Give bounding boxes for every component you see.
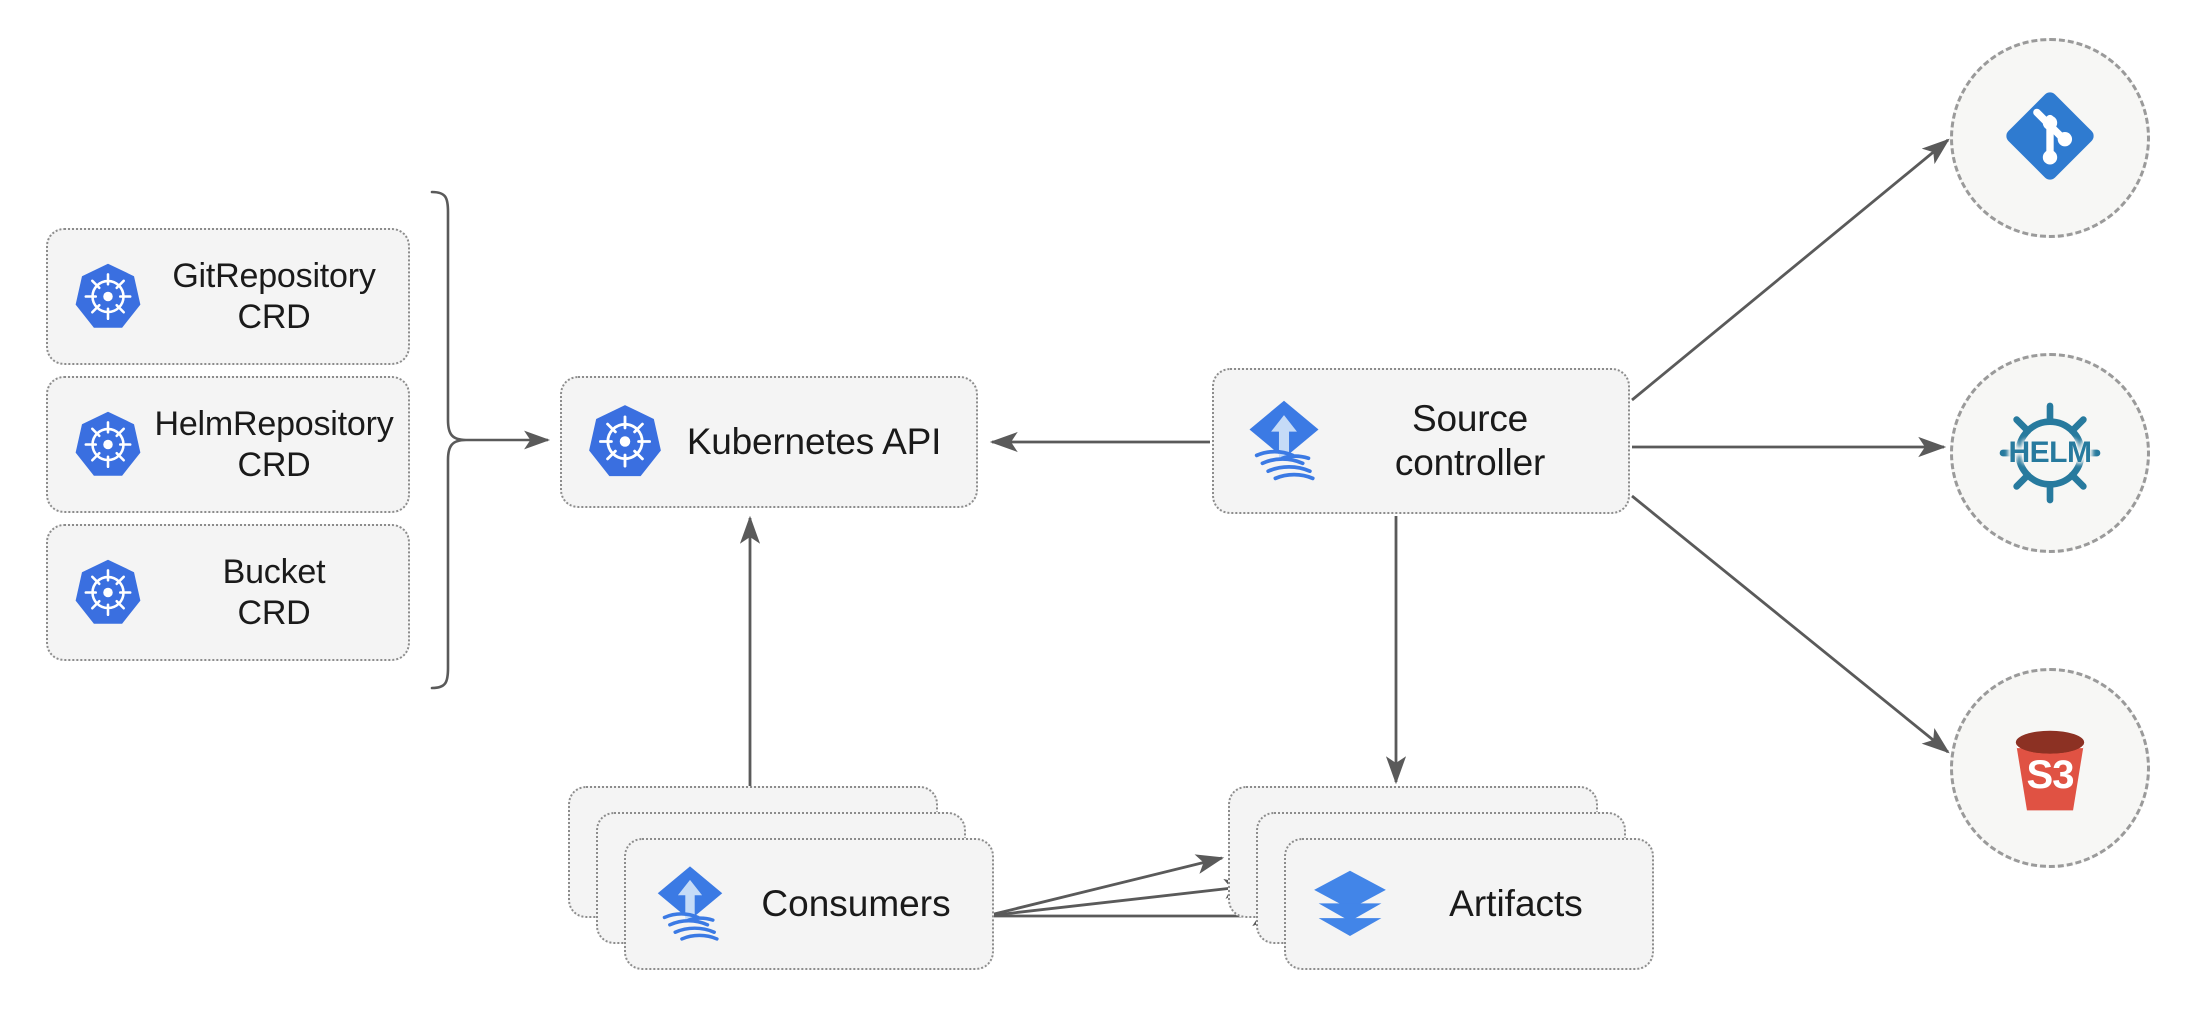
flux-icon — [1234, 395, 1334, 487]
kubernetes-icon — [66, 556, 150, 630]
flux-icon — [642, 861, 738, 947]
node-label: Kubernetes API — [686, 420, 942, 462]
arrow-source-to-git — [1631, 138, 1950, 402]
node-kubernetes-api[interactable]: Kubernetes API — [560, 376, 978, 508]
kubernetes-icon — [66, 408, 150, 482]
node-label: Source controller — [1394, 397, 1546, 483]
node-label: Artifacts — [1449, 883, 1583, 924]
arrow-source-to-s3 — [1631, 494, 1950, 754]
external-s3[interactable]: S3 — [1950, 668, 2150, 868]
node-label: Consumers — [761, 883, 951, 924]
external-git[interactable] — [1950, 38, 2150, 238]
s3-wordmark: S3 — [2026, 752, 2075, 797]
node-source-controller[interactable]: Source controller — [1212, 368, 1630, 514]
s3-bucket-icon: S3 — [1991, 709, 2109, 827]
crd-group-brace — [430, 190, 467, 690]
artifacts-card-front[interactable]: Artifacts — [1284, 838, 1654, 970]
kubernetes-icon — [66, 260, 150, 334]
crd-card-bucket[interactable]: Bucket CRD — [46, 524, 410, 661]
crd-label: GitRepository CRD — [172, 256, 376, 336]
layers-icon — [1302, 863, 1398, 945]
consumers-card-front[interactable]: Consumers — [624, 838, 994, 970]
git-icon — [1994, 80, 2106, 197]
helm-icon: HELM — [1991, 394, 2109, 512]
crd-label: HelmRepository CRD — [154, 404, 394, 484]
crd-card-gitrepository[interactable]: GitRepository CRD — [46, 228, 410, 365]
crd-card-helmrepository[interactable]: HelmRepository CRD — [46, 376, 410, 513]
external-helm[interactable]: HELM — [1950, 353, 2150, 553]
crd-label: Bucket CRD — [222, 552, 326, 632]
helm-wordmark: HELM — [2008, 436, 2093, 469]
kubernetes-icon — [580, 401, 670, 483]
